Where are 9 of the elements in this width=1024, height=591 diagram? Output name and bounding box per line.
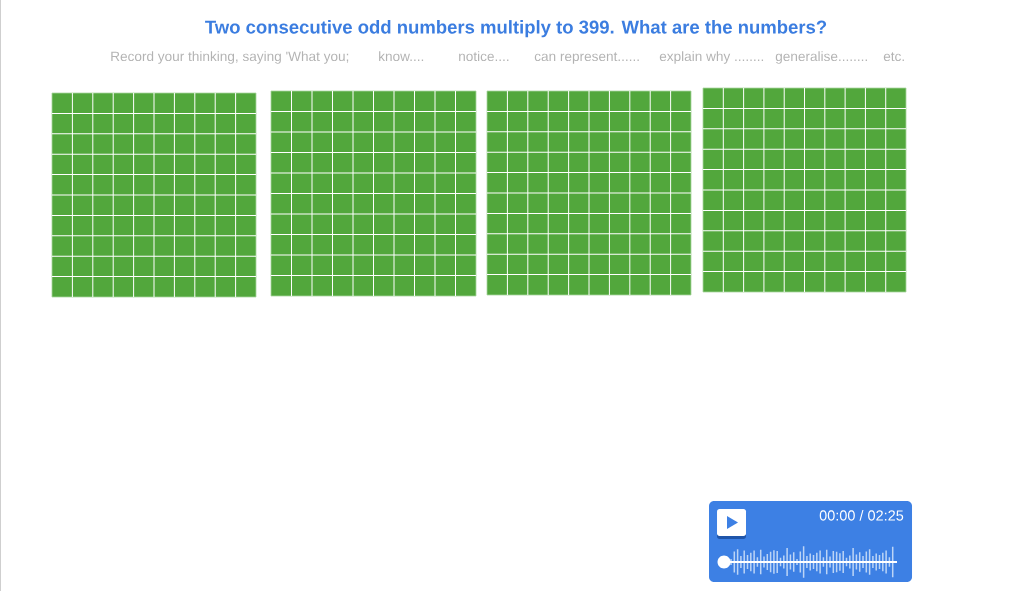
prompt-text: Record your thinking, saying 'What you; bbox=[111, 51, 349, 64]
prompt-text: notice.... bbox=[459, 51, 509, 62]
prompt-text: explain why ........ bbox=[659, 51, 764, 64]
title: Two consecutive odd numbers multiply to 399. What are the numbers? bbox=[205, 20, 827, 38]
hundred-square bbox=[702, 87, 907, 293]
hundred-square bbox=[270, 90, 477, 297]
hundred-square bbox=[51, 92, 257, 298]
hundred-square bbox=[486, 90, 692, 296]
prompt-text: etc. bbox=[883, 52, 904, 62]
